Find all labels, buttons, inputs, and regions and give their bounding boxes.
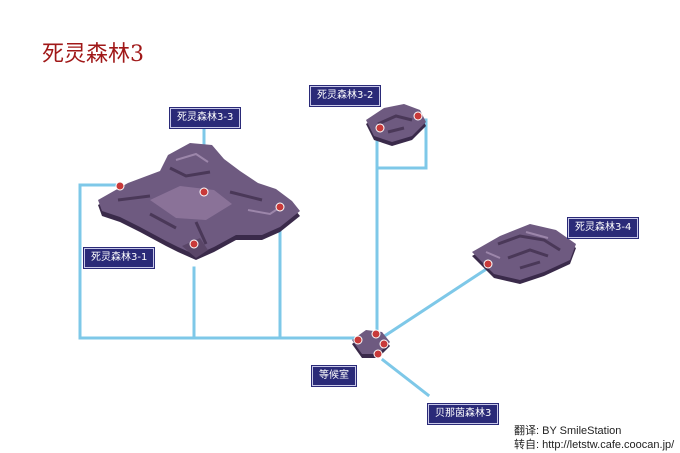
portal-icon[interactable] [115, 181, 125, 191]
portal-icon[interactable] [373, 349, 383, 359]
terrain-area-3-1 [98, 143, 300, 260]
portal-icon[interactable] [483, 259, 493, 269]
portal-icon[interactable] [353, 335, 363, 345]
source-credit: 转自: http://letstw.cafe.coocan.jp/ [514, 439, 675, 451]
terrain-area-3-2 [366, 104, 426, 146]
label-area-3-1[interactable]: 死灵森林3-1 [84, 248, 155, 268]
path-beinayin-to-hub [380, 357, 431, 398]
map-title: 死灵森林3 [42, 42, 144, 67]
path-3-2-to-hub [375, 130, 382, 337]
label-area-3-4[interactable]: 死灵森林3-4 [568, 218, 639, 238]
portal-icon[interactable] [199, 187, 209, 197]
label-waiting-room[interactable]: 等候室 [312, 366, 356, 386]
portal-icon[interactable] [189, 239, 199, 249]
portal-markers [115, 111, 493, 359]
portal-icon[interactable] [371, 329, 381, 339]
label-area-3-3[interactable]: 死灵森林3-3 [170, 108, 241, 128]
portal-icon[interactable] [275, 202, 285, 212]
path-3-4-to-hub [380, 265, 491, 340]
translation-credit: 翻译: BY SmileStation [514, 425, 622, 437]
portal-icon[interactable] [413, 111, 423, 121]
portal-icon[interactable] [379, 339, 389, 349]
terrain-area-3-4 [472, 224, 576, 284]
portal-icon[interactable] [375, 123, 385, 133]
path-3-1-to-hub [78, 183, 362, 340]
label-area-3-2[interactable]: 死灵森林3-2 [310, 86, 381, 106]
label-beinayin-forest[interactable]: 贝那茵森林3 [428, 404, 499, 424]
